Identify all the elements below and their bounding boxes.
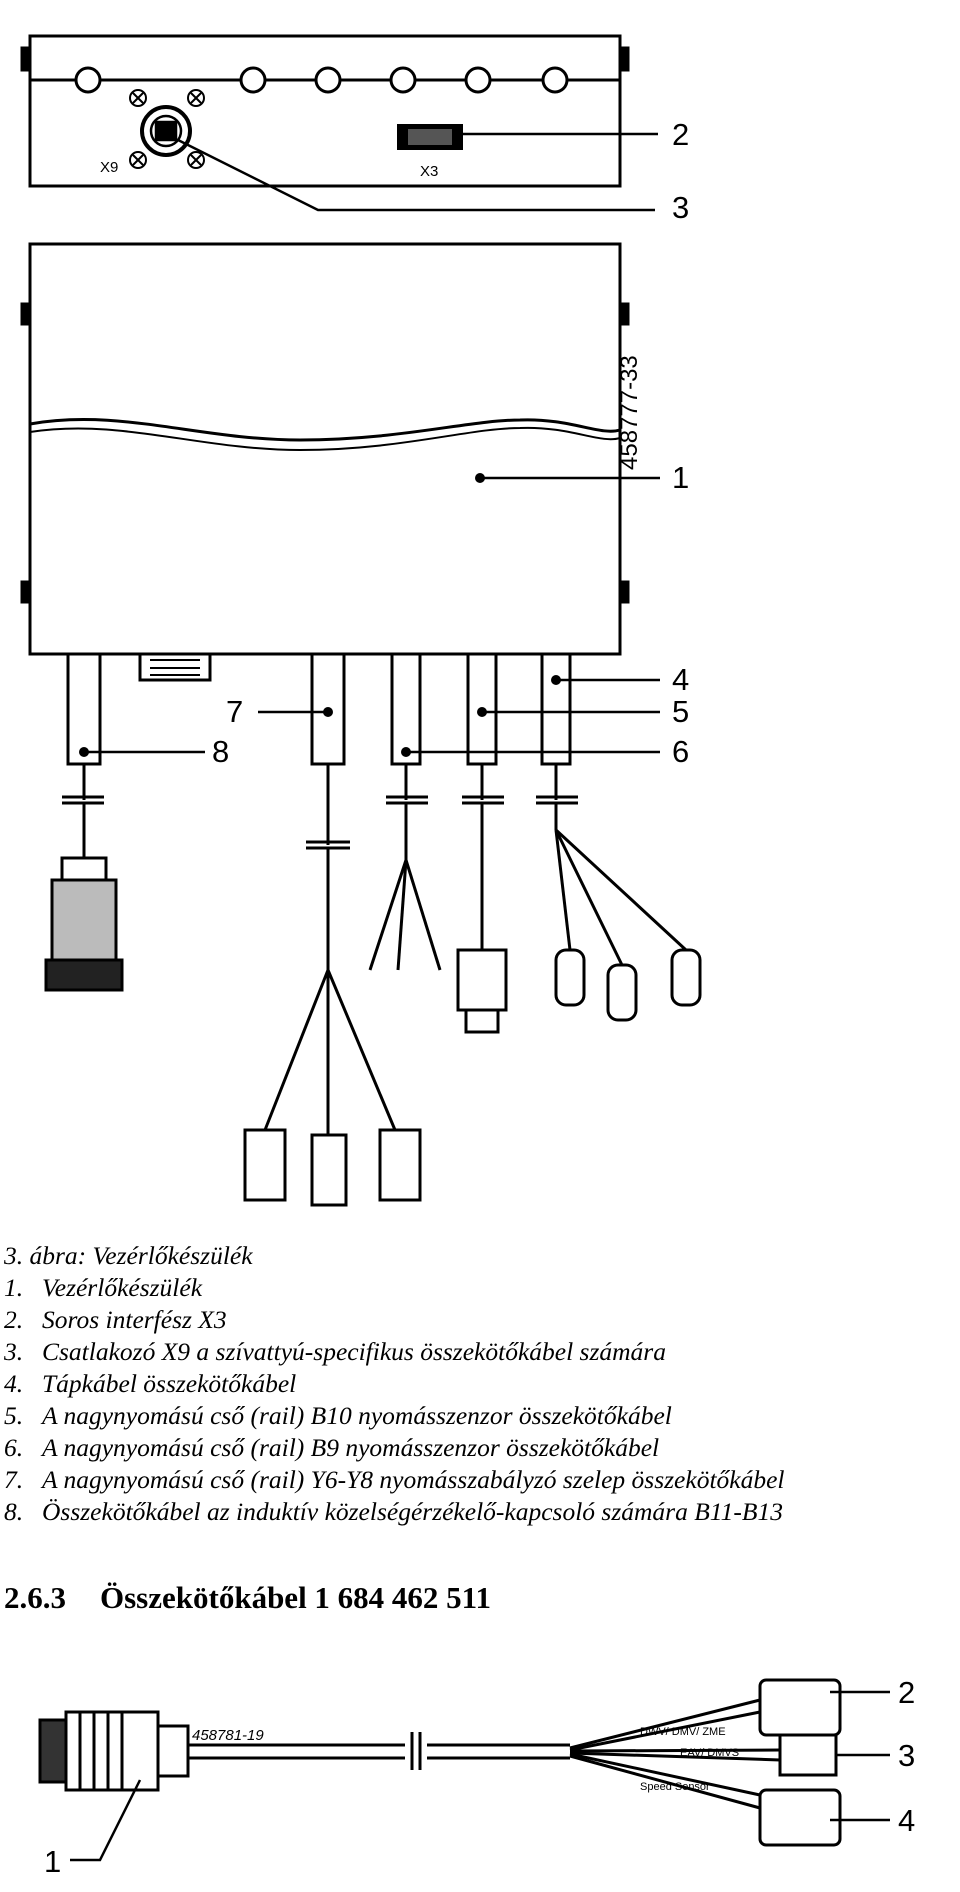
cable-callout-1: 1 [44,1844,61,1879]
callout-1: 1 [672,460,689,495]
section-heading: 2.6.3 Összekötőkábel 1 684 462 511 [4,1580,491,1616]
figure-caption: 3. ábra: Vezérlőkészülék [4,1241,253,1270]
top-view-housing [20,34,630,188]
legend-item: 3.Csatlakozó X9 a szívattyú-specifikus ö… [4,1337,666,1366]
callout-5: 5 [672,694,689,729]
drawing-number: 458777-33 [616,355,643,470]
callout-4: 4 [672,662,689,697]
cable-callout-3: 3 [898,1738,915,1773]
x3-connector [397,124,463,150]
legend-item: 6.A nagynyomású cső (rail) B9 nyomásszen… [4,1433,660,1462]
cable-harness [188,1698,781,1810]
callout-leaders-bottom [84,678,660,754]
callout-2: 2 [672,117,689,152]
callout-6: 6 [672,734,689,769]
section-title: Összekötőkábel 1 684 462 511 [100,1580,491,1615]
main-housing [20,242,630,656]
x9-label: X9 [100,159,118,176]
legend-item: 7.A nagynyomású cső (rail) Y6-Y8 nyomáss… [4,1465,785,1494]
cable-callout-4: 4 [898,1803,915,1838]
control-unit-drawing: X9 X3 2 3 458777-33 1 [20,34,702,1207]
callout-3: 3 [672,190,689,225]
legend-item: 1.Vezérlőkészülék [4,1273,203,1302]
legend-list: 1.Vezérlőkészülék 2.Soros interfész X3 3… [4,1272,785,1528]
cables [44,652,702,1207]
legend-item: 5.A nagynyomású cső (rail) B10 nyomássze… [4,1401,672,1430]
round-connector [38,1710,190,1792]
wire-label: DWV/ DMV/ ZME [640,1726,726,1738]
legend-item: 4.Tápkábel összekötőkábel [4,1369,297,1398]
callout-7: 7 [226,694,243,729]
wire-label: Speed Sensor [640,1781,710,1793]
cable-callout-leaders [70,1690,890,1862]
legend-item: 8.Összekötőkábel az induktív közelségérz… [4,1497,783,1526]
connection-cable-drawing: 458781-19 DWV/ DMV/ ZME EAV/ DMVS Speed … [38,1675,915,1879]
callout-8: 8 [212,734,229,769]
wire-plugs [758,1678,842,1847]
cable-drawing-number: 458781-19 [192,1727,264,1744]
x9-connector [129,89,205,169]
x3-label: X3 [420,163,438,180]
cable-callout-2: 2 [898,1675,915,1710]
callout-leaders-top [177,132,658,212]
figure-caption-block: 3. ábra: Vezérlőkészülék 1.Vezérlőkészül… [4,1240,785,1528]
section-number: 2.6.3 [4,1580,66,1615]
legend-item: 2.Soros interfész X3 [4,1305,227,1334]
wire-label: EAV/ DMVS [680,1747,739,1759]
bottom-plug [138,652,212,682]
